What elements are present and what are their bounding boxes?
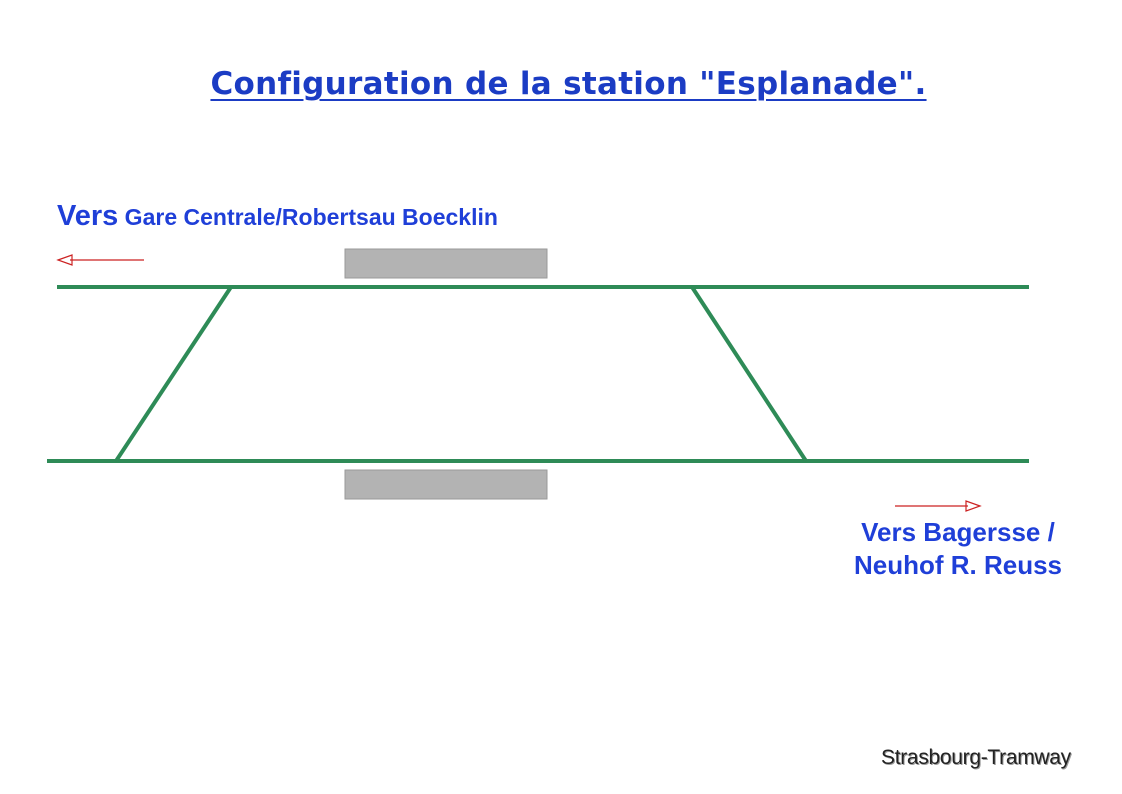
destination-left-place: Gare Centrale/Robertsau Boecklin	[118, 204, 498, 230]
destination-right-line1: Vers Bagersse /	[861, 517, 1055, 547]
destination-left-vers: Vers	[57, 200, 119, 232]
crossover-right	[690, 285, 808, 463]
page-title: Configuration de la station "Esplanade".	[210, 66, 927, 102]
arrow-right-icon	[895, 500, 982, 512]
destination-right-label: Vers Bagersse / Neuhof R. Reuss	[836, 516, 1080, 582]
crossover-left	[114, 285, 233, 463]
destination-right-line2: Neuhof R. Reuss	[853, 550, 1063, 580]
platform-top	[344, 248, 548, 279]
arrow-left-icon	[56, 254, 144, 266]
destination-left-label: Vers Gare Centrale/Robertsau Boecklin	[57, 200, 498, 233]
credit-watermark: Strasbourg-Tramway	[881, 746, 1071, 769]
platform-bottom	[344, 469, 548, 500]
